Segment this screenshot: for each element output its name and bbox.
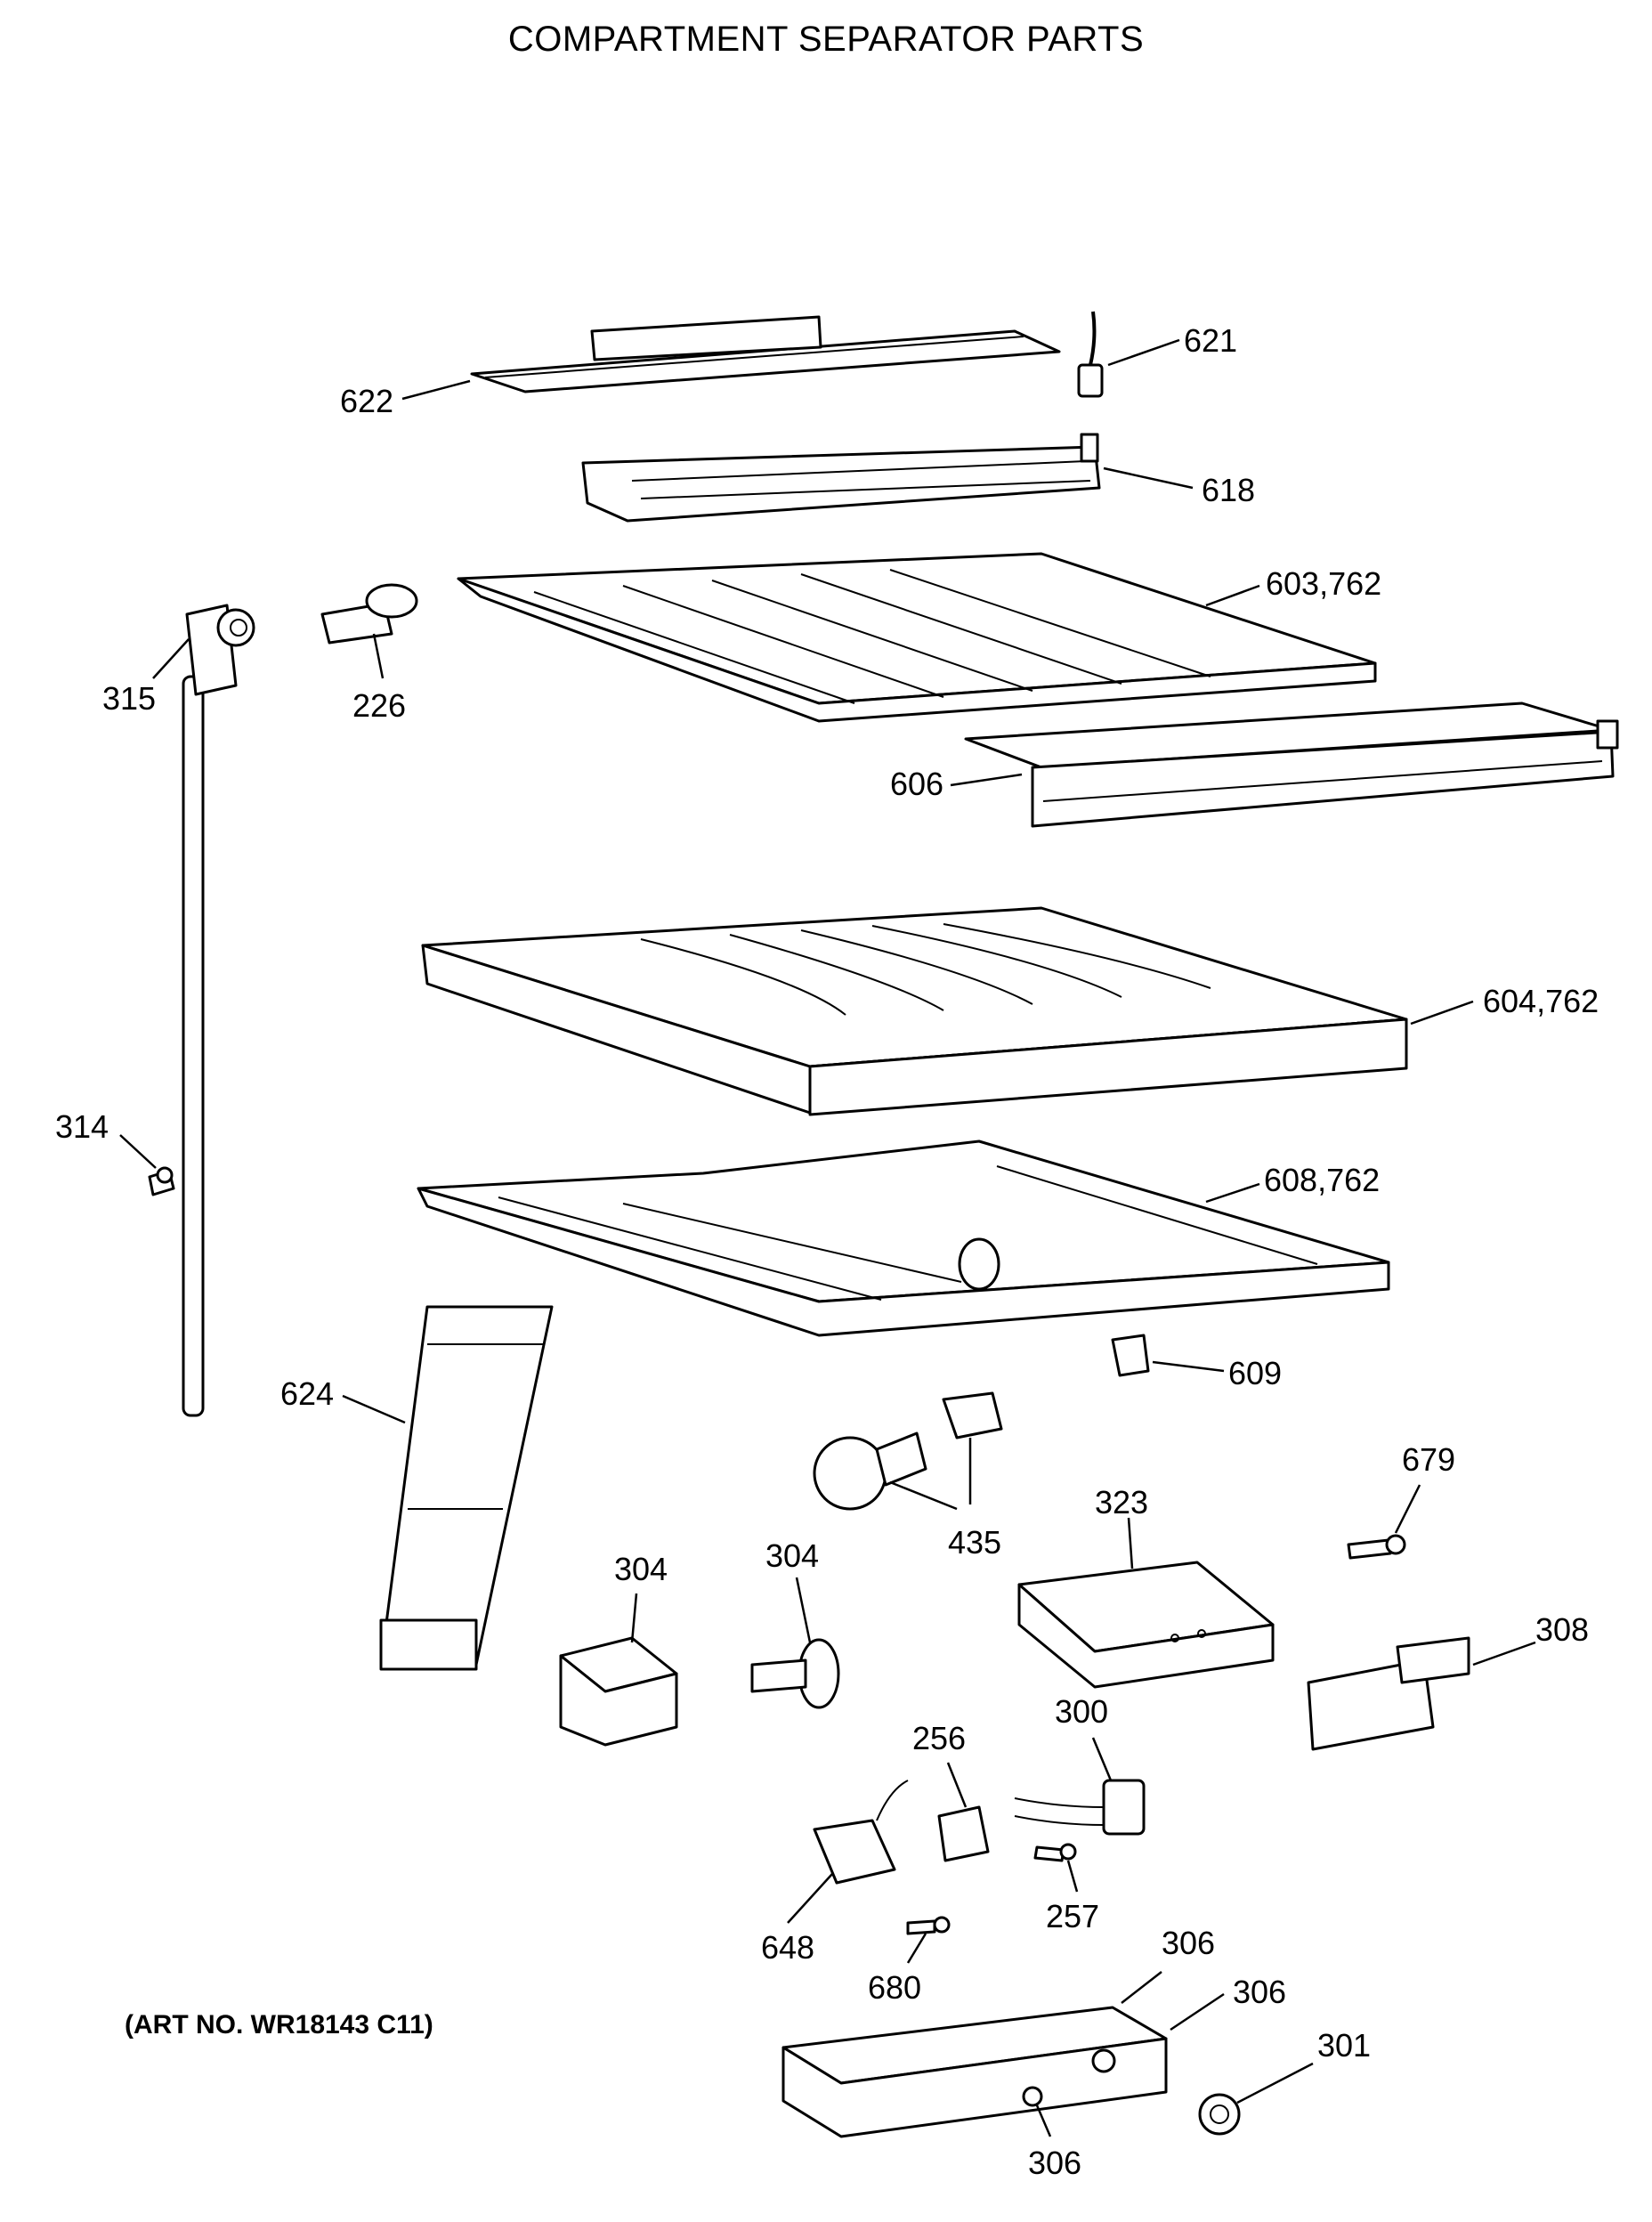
leader-306b <box>1170 1992 1225 2031</box>
callout-621: 621 <box>1184 322 1237 359</box>
callout-306a: 306 <box>1162 1925 1215 1961</box>
callout-304b: 304 <box>765 1537 819 1574</box>
leader-604 <box>1410 1000 1474 1026</box>
callout-314: 314 <box>55 1108 109 1145</box>
callout-256: 256 <box>912 1720 966 1756</box>
callout-306c: 306 <box>1028 2145 1081 2181</box>
callout-679: 679 <box>1402 1441 1455 1478</box>
leader-624 <box>342 1394 406 1424</box>
leader-680 <box>906 1933 927 1964</box>
callout-323: 323 <box>1095 1484 1148 1521</box>
leader-323 <box>1127 1517 1134 1569</box>
part-300-sensor <box>1014 1779 1146 1836</box>
callout-300: 300 <box>1055 1693 1108 1730</box>
diagram-title: COMPARTMENT SEPARATOR PARTS <box>507 20 1145 59</box>
callout-603: 603,762 <box>1266 565 1381 602</box>
leader-301 <box>1236 2062 1314 2104</box>
callout-622: 622 <box>340 383 393 419</box>
part-680-screw <box>906 1916 951 1935</box>
leader-603 <box>1205 584 1260 607</box>
leader-314 <box>119 1134 157 1169</box>
leader-300 <box>1091 1737 1113 1781</box>
callout-648: 648 <box>761 1929 814 1966</box>
part-304-block <box>559 1636 678 1747</box>
part-256-switch <box>937 1805 990 1862</box>
callout-618: 618 <box>1202 472 1255 508</box>
part-606-channel <box>964 701 1619 828</box>
part-435-bulb <box>813 1391 1003 1511</box>
leader-257 <box>1066 1860 1079 1893</box>
part-304-knob <box>750 1638 840 1709</box>
callout-315: 315 <box>102 680 156 717</box>
leader-304a <box>630 1593 638 1643</box>
part-648-relay <box>813 1780 909 1885</box>
leader-609 <box>1152 1360 1225 1373</box>
leader-648 <box>787 1873 833 1924</box>
part-624-duct <box>379 1305 554 1671</box>
callout-306b: 306 <box>1233 1974 1286 2010</box>
leader-304b <box>795 1577 812 1643</box>
part-226-bolt <box>320 583 418 645</box>
part-609-clip <box>1111 1334 1150 1377</box>
leader-256 <box>946 1762 968 1808</box>
callout-435: 435 <box>948 1524 1001 1561</box>
callout-304a: 304 <box>614 1551 668 1587</box>
part-315-rod <box>182 604 255 1417</box>
part-622-cover <box>470 315 1061 393</box>
leader-226 <box>372 633 385 679</box>
callout-301: 301 <box>1317 2027 1371 2064</box>
part-308-plate <box>1307 1636 1470 1751</box>
leader-306a <box>1121 1971 1162 2004</box>
leader-308 <box>1472 1641 1536 1666</box>
part-257-screw <box>1033 1843 1077 1862</box>
callout-604: 604,762 <box>1483 983 1599 1019</box>
leader-621 <box>1107 338 1180 367</box>
part-603-shelf <box>457 552 1377 723</box>
leader-435a <box>889 1480 958 1511</box>
leader-306c <box>1035 2104 1052 2137</box>
callout-308: 308 <box>1535 1611 1589 1648</box>
part-604-divider <box>421 906 1408 1116</box>
leader-315 <box>152 638 190 679</box>
part-306-housing <box>781 2006 1168 2138</box>
callout-609: 609 <box>1228 1355 1282 1391</box>
leader-606 <box>950 773 1023 787</box>
part-608-pan <box>417 1139 1390 1337</box>
callout-226: 226 <box>352 687 406 724</box>
callout-257: 257 <box>1046 1898 1099 1934</box>
callout-624: 624 <box>280 1375 334 1412</box>
callout-680: 680 <box>868 1969 921 2006</box>
callout-608: 608,762 <box>1264 1162 1380 1198</box>
leader-679 <box>1394 1484 1421 1534</box>
leader-608 <box>1205 1182 1260 1204</box>
part-618-rail <box>581 433 1101 523</box>
art-number: (ART NO. WR18143 C11) <box>125 2010 433 2040</box>
callout-606: 606 <box>890 766 943 802</box>
part-679-screw <box>1347 1534 1406 1560</box>
leader-618 <box>1103 466 1194 490</box>
part-301-knob <box>1198 2093 1241 2136</box>
part-621-plug <box>1077 311 1104 398</box>
part-314-clip <box>148 1166 175 1196</box>
leader-622 <box>401 379 471 401</box>
part-323-bracket <box>1017 1561 1275 1689</box>
